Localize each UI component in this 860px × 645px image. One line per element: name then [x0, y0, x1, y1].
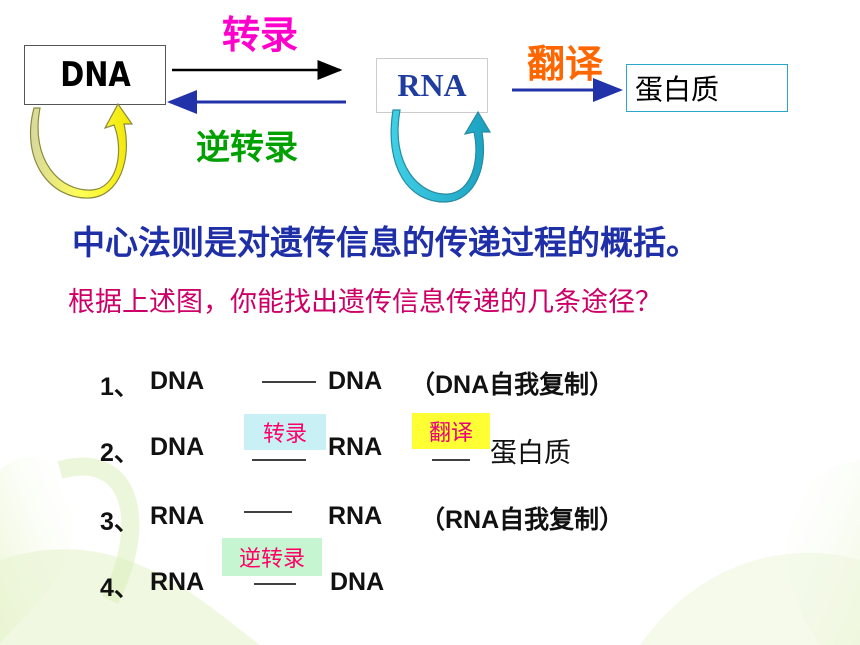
- row2-end: 蛋白质: [490, 438, 571, 469]
- transcription-label: 转录: [222, 13, 299, 57]
- row4-num: 4、: [100, 574, 139, 602]
- row2-num: 2、: [100, 439, 139, 467]
- row3-num: 3、: [100, 508, 139, 536]
- reverse-transcription-label: 逆转录: [196, 128, 298, 168]
- row1-to: DNA: [328, 367, 383, 395]
- dna-node: DNA: [24, 45, 166, 105]
- translation-label: 翻译: [527, 42, 604, 86]
- protein-node: 蛋白质: [626, 64, 788, 112]
- summary-text: 中心法则是对遗传信息的传递过程的概括。: [72, 223, 699, 262]
- row2-to: RNA: [328, 433, 383, 461]
- row4-to: DNA: [330, 568, 385, 596]
- row3-from: RNA: [150, 502, 205, 530]
- row1-from: DNA: [150, 367, 205, 395]
- row2-transcription-tag: 转录: [244, 414, 326, 450]
- row2-from: DNA: [150, 433, 205, 461]
- question-text: 根据上述图，你能找出遗传信息传递的几条途径？: [68, 287, 662, 318]
- row3-to: RNA: [328, 502, 383, 530]
- protein-node-label: 蛋白质: [635, 73, 720, 106]
- dna-replication-loop: [29, 102, 134, 199]
- rna-node-label: RNA: [397, 67, 467, 103]
- row3-note: （RNA自我复制）: [420, 506, 625, 534]
- rna-replication-loop: [390, 109, 492, 203]
- row4-reverse-tag: 逆转录: [222, 538, 322, 576]
- row4-from: RNA: [150, 568, 205, 596]
- row1-num: 1、: [100, 373, 139, 401]
- row2-translation-tag: 翻译: [412, 413, 490, 449]
- row1-note: （DNA自我复制）: [410, 371, 615, 399]
- rna-node: RNA: [376, 58, 488, 113]
- dna-node-label: DNA: [59, 55, 131, 95]
